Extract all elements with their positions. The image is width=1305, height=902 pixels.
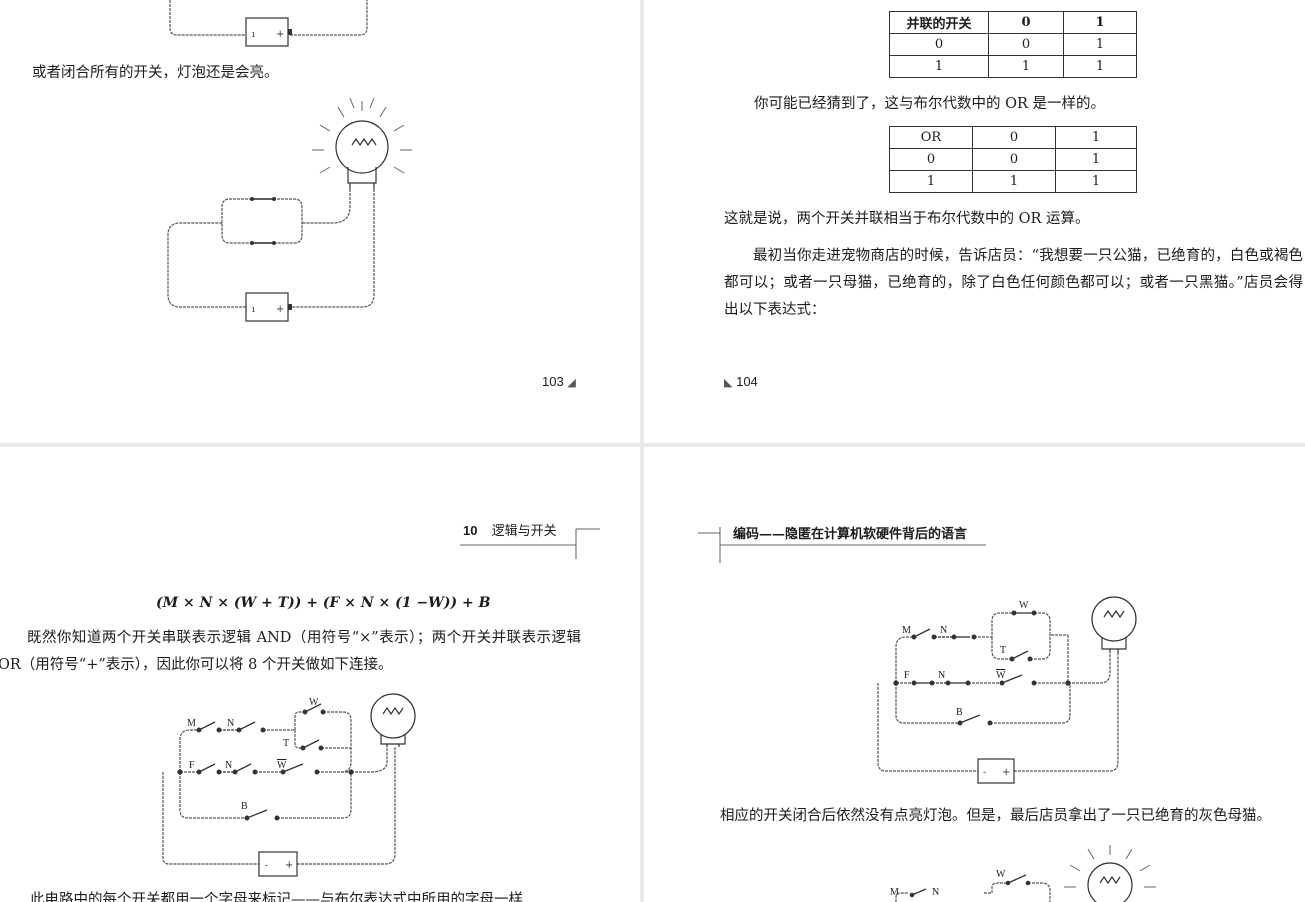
table-header-cell: 0	[972, 126, 1056, 149]
table-cell: 1	[1063, 55, 1137, 78]
table-cell: 0	[889, 33, 989, 56]
switch-label-n2: N	[938, 670, 945, 681]
battery-minus: -	[265, 861, 268, 871]
table-cell: 1	[1055, 148, 1137, 171]
battery-icon: - +	[258, 851, 298, 877]
switch-label-f: F	[189, 760, 195, 771]
table-header-cell: 并联的开关	[889, 11, 989, 34]
boolean-expression: (M × N × (W + T)) + (F × N × (1 −W)) + B	[156, 595, 491, 611]
table-cell: 1	[889, 55, 989, 78]
svg-text:ı: ı	[252, 30, 255, 40]
battery-plus: +	[285, 860, 293, 871]
table-header-cell: OR	[889, 126, 973, 149]
battery-plus: +	[1002, 767, 1010, 778]
svg-text:+: +	[276, 29, 284, 40]
switch-label-w: W	[309, 697, 319, 708]
table-cell: 1	[889, 170, 973, 193]
battery-icon: - +	[977, 758, 1015, 784]
light-bulb-icon	[370, 693, 416, 747]
header-rule	[460, 528, 600, 559]
table-header-cell: 1	[1055, 126, 1137, 149]
page-103: ı + 或者闭合所有的开关，灯泡还是会亮。	[0, 0, 640, 443]
pA-paragraph: 既然你知道两个开关串联表示逻辑 AND（用符号“×”表示）；两个开关并联表示逻辑…	[0, 630, 581, 673]
parallel-switch-truth-table: 并联的开关 0 1 0 0 1 1 1 1	[889, 11, 1137, 78]
page-chapter-10: 10 逻辑与开关 (M × N × (W + T)) + (F × N × (1…	[0, 447, 640, 902]
switch-label-w: W	[996, 869, 1006, 880]
switch-label-w-bar: W	[277, 760, 287, 771]
pB-text: 相应的开关闭合后依然没有点亮灯泡。但是，最后店员拿出了一只已绝育的灰色母猫。	[720, 808, 1271, 824]
switch-label-n2: N	[225, 760, 232, 771]
eight-switch-circuit-b: M N W T F N W B - +	[877, 596, 1137, 784]
svg-text:ı: ı	[252, 305, 255, 315]
table-row: 1 1 1	[889, 55, 1137, 78]
chapter-header: 10 逻辑与开关	[463, 520, 557, 539]
p103-text: 或者闭合所有的开关，灯泡还是会亮。	[32, 65, 279, 81]
table-cell: 0	[889, 148, 973, 171]
table-cell: 1	[1063, 33, 1137, 56]
table-cell: 0	[972, 148, 1056, 171]
header-rule	[698, 527, 986, 563]
switch-label-m: M	[890, 887, 899, 898]
light-bulb-lit-icon	[312, 97, 412, 189]
switch-label-n: N	[940, 625, 947, 636]
table-header-cell: 0	[988, 11, 1064, 34]
svg-text:+: +	[276, 304, 284, 315]
or-truth-table: OR 0 1 0 0 1 1 1 1	[889, 126, 1137, 193]
page-number: 104	[736, 374, 758, 389]
switch-label-n: N	[227, 718, 234, 729]
eight-switch-circuit: M N W T F N W B - +	[162, 693, 416, 877]
page-number-103: 103 ◢	[542, 374, 576, 389]
chapter-title: 逻辑与开关	[491, 524, 557, 539]
p104-text-1: 你可能已经猜到了，这与布尔代数中的 OR 是一样的。	[754, 96, 1106, 112]
table-row: 0 0 1	[889, 148, 1137, 171]
light-bulb-icon	[1091, 596, 1137, 653]
page-104: 并联的开关 0 1 0 0 1 1 1 1 你可能已经猜到了，这与布尔代数中的 …	[644, 0, 1305, 443]
switch-label-t: T	[283, 738, 289, 749]
table-row: 1 1 1	[889, 170, 1137, 193]
p104-text-3: 最初当你走进宠物商店的时候，告诉店员：“我想要一只公猫，已绝育的，白色或褐色都可…	[724, 248, 1303, 318]
switch-label-w-bar: W	[996, 670, 1006, 681]
battery-icon: ı +	[245, 292, 292, 322]
switch-label-b: B	[241, 801, 248, 812]
pA-bottom-text: 此电路中的每个开关都用一个字母来标记——与布尔表达式中所用的字母一样	[30, 892, 523, 902]
switch-label-t: T	[1000, 645, 1006, 656]
page-corner-icon: ◣	[724, 377, 733, 389]
battery-minus: -	[983, 768, 986, 778]
switch-label-b: B	[956, 707, 963, 718]
switch-label-m: M	[187, 718, 196, 729]
eight-switch-circuit-lit-partial: M N W	[890, 845, 1156, 902]
page-bottom-right: 编码——隐匿在计算机软硬件背后的语言	[644, 447, 1305, 902]
table-header-cell: 1	[1063, 11, 1137, 34]
table-cell: 1	[972, 170, 1056, 193]
page-corner-icon: ◢	[567, 377, 576, 389]
circuit-top-fragment: ı +	[169, 0, 368, 47]
table-cell: 1	[988, 55, 1064, 78]
switch-label-f: F	[904, 670, 910, 681]
running-head: 编码——隐匿在计算机软硬件背后的语言	[733, 527, 968, 542]
p104-text-2: 这就是说，两个开关并联相当于布尔代数中的 OR 运算。	[724, 211, 1090, 227]
parallel-switch-circuit-lit: ı +	[167, 97, 412, 322]
switch-label-m: M	[902, 625, 911, 636]
light-bulb-lit-icon	[1064, 845, 1156, 902]
table-cell: 1	[1055, 170, 1137, 193]
page-number-104: ◣ 104	[724, 374, 758, 389]
chapter-number: 10	[463, 523, 478, 538]
page-number: 103	[542, 374, 564, 389]
switch-label-w: W	[1019, 600, 1029, 611]
switch-label-n: N	[932, 887, 939, 898]
table-cell: 0	[988, 33, 1064, 56]
table-row: 0 0 1	[889, 33, 1137, 56]
